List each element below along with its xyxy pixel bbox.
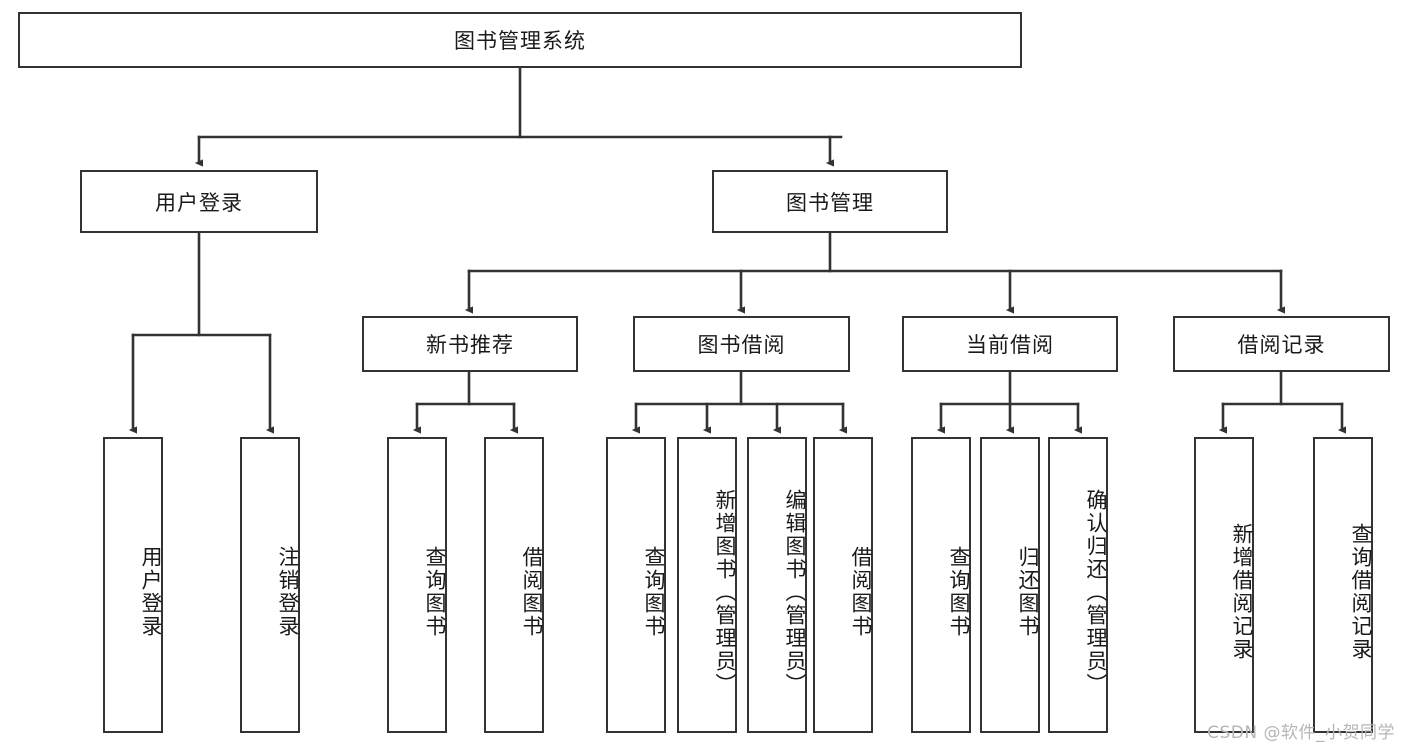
node-label: 当前借阅 (966, 333, 1054, 357)
leaf-add-book-admin[interactable]: 新增图书（管理员） (677, 437, 737, 733)
node-label: 确认归还（管理员） (1084, 488, 1108, 696)
node-label: 新书推荐 (426, 333, 514, 357)
leaf-add-borrow-record[interactable]: 新增借阅记录 (1194, 437, 1254, 733)
leaf-query-book-recommend[interactable]: 查询图书 (387, 437, 447, 733)
node-new-book-recommend[interactable]: 新书推荐 (362, 316, 578, 372)
node-label: 查询图书 (423, 546, 447, 638)
node-label: 新增图书（管理员） (713, 488, 737, 696)
leaf-logout[interactable]: 注销登录 (240, 437, 300, 733)
node-label: 编辑图书（管理员） (783, 488, 807, 696)
node-label: 用户登录 (155, 190, 243, 215)
leaf-confirm-return-admin[interactable]: 确认归还（管理员） (1048, 437, 1108, 733)
node-label: 图书管理系统 (454, 29, 586, 53)
node-label: 注销登录 (276, 546, 300, 638)
node-user-login[interactable]: 用户登录 (80, 170, 318, 233)
node-book-management[interactable]: 图书管理 (712, 170, 948, 233)
leaf-query-borrow-record[interactable]: 查询借阅记录 (1313, 437, 1373, 733)
leaf-borrow-book[interactable]: 借阅图书 (813, 437, 873, 733)
node-root-system[interactable]: 图书管理系统 (18, 12, 1022, 68)
node-label: 查询图书 (947, 546, 971, 638)
node-current-borrow[interactable]: 当前借阅 (902, 316, 1118, 372)
node-borrow-record[interactable]: 借阅记录 (1173, 316, 1390, 372)
leaf-user-login[interactable]: 用户登录 (103, 437, 163, 733)
node-book-borrow[interactable]: 图书借阅 (633, 316, 850, 372)
node-label: 借阅图书 (849, 546, 873, 638)
leaf-query-book-borrow[interactable]: 查询图书 (606, 437, 666, 733)
node-label: 查询借阅记录 (1349, 523, 1373, 661)
node-label: 新增借阅记录 (1230, 523, 1254, 661)
leaf-return-book[interactable]: 归还图书 (980, 437, 1040, 733)
leaf-edit-book-admin[interactable]: 编辑图书（管理员） (747, 437, 807, 733)
leaf-query-book-current[interactable]: 查询图书 (911, 437, 971, 733)
leaf-borrow-book-recommend[interactable]: 借阅图书 (484, 437, 544, 733)
node-label: 用户登录 (139, 546, 163, 638)
node-label: 借阅图书 (520, 546, 544, 638)
node-label: 借阅记录 (1237, 333, 1326, 357)
node-label: 查询图书 (642, 546, 666, 638)
node-label: 图书管理 (786, 190, 874, 215)
csdn-watermark: CSDN @软件_小贺同学 (1207, 723, 1395, 743)
node-label: 图书借阅 (697, 333, 786, 357)
node-label: 归还图书 (1016, 546, 1040, 638)
